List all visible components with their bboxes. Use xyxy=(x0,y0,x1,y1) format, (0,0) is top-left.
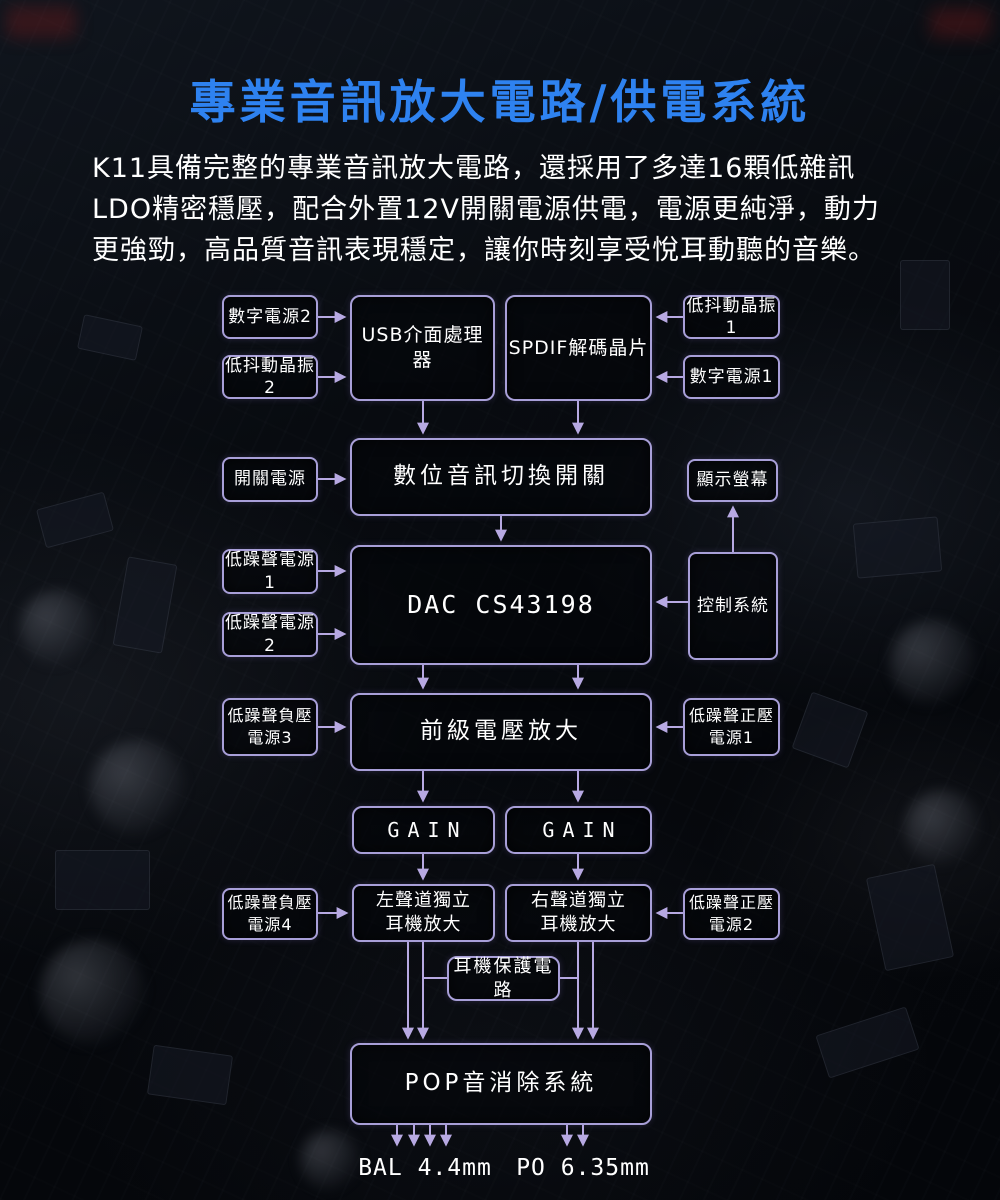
pcb-capacitor xyxy=(300,1130,360,1190)
node-gain-left: GAIN xyxy=(352,806,495,854)
node-low-noise-power-2: 低躁聲電源2 xyxy=(222,612,318,657)
node-display-screen: 顯示螢幕 xyxy=(687,459,778,502)
pcb-capacitor xyxy=(905,790,980,865)
pcb-capacitor xyxy=(20,590,95,665)
node-low-noise-neg-power-3: 低躁聲負壓 電源3 xyxy=(222,698,318,756)
output-bal-4.4mm: BAL 4.4mm xyxy=(358,1155,492,1181)
node-switching-power: 開關電源 xyxy=(222,457,318,502)
node-digital-power-2: 數字電源2 xyxy=(222,295,318,339)
node-low-jitter-osc-1: 低抖動晶振1 xyxy=(683,295,780,339)
pcb-component xyxy=(6,6,76,38)
node-preamp: 前級電壓放大 xyxy=(350,693,652,771)
node-headphone-protection: 耳機保護電路 xyxy=(447,956,560,1001)
intro-paragraph: K11具備完整的專業音訊放大電路，還採用了多達16顆低雜訊 LDO精密穩壓，配合… xyxy=(92,153,880,266)
node-left-headphone-amp: 左聲道獨立 耳機放大 xyxy=(352,884,495,942)
pcb-chip xyxy=(55,850,150,910)
node-spdif-decoder: SPDIF解碼晶片 xyxy=(505,295,652,401)
pcb-capacitor xyxy=(90,740,185,835)
page-title: 專業音訊放大電路/供電系統 xyxy=(189,75,811,129)
node-dac-cs43198: DAC CS43198 xyxy=(350,545,652,665)
pcb-component xyxy=(930,8,990,38)
node-low-noise-pos-power-2: 低躁聲正壓 電源2 xyxy=(683,888,780,940)
node-pop-elimination: POP音消除系統 xyxy=(350,1043,652,1125)
node-gain-right: GAIN xyxy=(505,806,652,854)
pcb-capacitor xyxy=(40,940,145,1045)
node-digital-power-1: 數字電源1 xyxy=(683,355,780,399)
node-right-headphone-amp: 右聲道獨立 耳機放大 xyxy=(505,884,652,942)
node-digital-audio-switch: 數位音訊切換開關 xyxy=(350,438,652,516)
node-low-noise-power-1: 低躁聲電源1 xyxy=(222,549,318,594)
node-usb-processor: USB介面處理器 xyxy=(350,295,495,401)
node-low-noise-neg-power-4: 低躁聲負壓 電源4 xyxy=(222,888,318,940)
node-low-noise-pos-power-1: 低躁聲正壓 電源1 xyxy=(683,698,780,756)
output-po-6.35mm: PO 6.35mm xyxy=(516,1155,650,1181)
pcb-capacitor xyxy=(890,620,975,705)
node-low-jitter-osc-2: 低抖動晶振2 xyxy=(222,355,318,399)
node-control-system: 控制系統 xyxy=(688,552,778,660)
pcb-chip xyxy=(900,260,950,330)
